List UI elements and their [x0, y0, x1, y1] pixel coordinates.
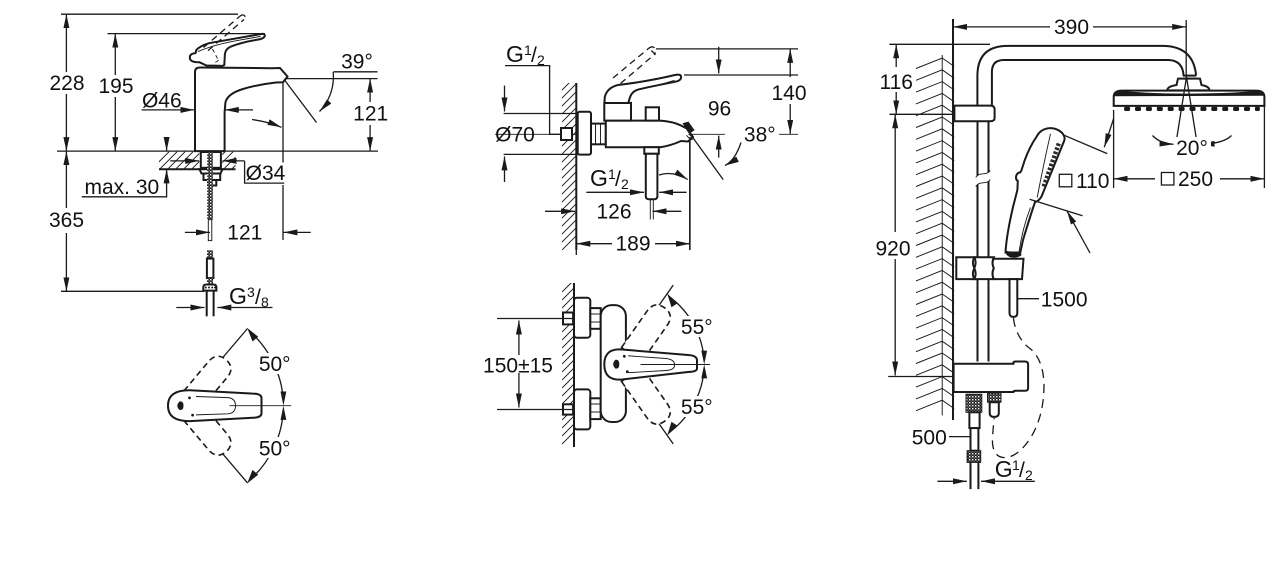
svg-text:55°: 55°	[681, 396, 713, 419]
svg-text:390: 390	[1054, 16, 1089, 39]
svg-text:/: /	[531, 44, 537, 67]
svg-text:3: 3	[247, 284, 255, 300]
svg-text:20°: 20°	[1176, 137, 1208, 160]
svg-text:G: G	[229, 283, 247, 309]
svg-text:G: G	[506, 41, 524, 67]
svg-text:max. 30: max. 30	[85, 176, 160, 199]
svg-text:55°: 55°	[681, 316, 713, 339]
svg-text:116: 116	[879, 71, 912, 94]
svg-text:189: 189	[615, 233, 650, 256]
svg-text:/: /	[615, 168, 621, 191]
svg-text:38°: 38°	[744, 124, 776, 147]
svg-text:G: G	[995, 456, 1013, 482]
svg-text:39°: 39°	[341, 51, 373, 74]
svg-text:/: /	[255, 286, 261, 309]
svg-text:121: 121	[227, 222, 262, 245]
svg-text:50°: 50°	[259, 438, 291, 461]
svg-text:2: 2	[537, 52, 545, 68]
svg-text:50°: 50°	[259, 353, 291, 376]
svg-text:110: 110	[1076, 170, 1109, 193]
svg-text:1: 1	[608, 166, 616, 182]
svg-text:140: 140	[771, 82, 806, 105]
svg-text:126: 126	[596, 200, 631, 223]
svg-text:1: 1	[1012, 457, 1020, 473]
svg-text:365: 365	[49, 209, 84, 232]
svg-text:Ø46: Ø46	[142, 90, 182, 113]
svg-text:1500: 1500	[1041, 289, 1088, 312]
svg-text:G: G	[590, 165, 608, 191]
svg-text:228: 228	[49, 72, 84, 95]
svg-text:96: 96	[708, 97, 731, 120]
svg-text:1: 1	[524, 42, 532, 58]
svg-text:150±15: 150±15	[483, 355, 553, 378]
svg-text:920: 920	[875, 238, 910, 261]
svg-text:121: 121	[353, 103, 388, 126]
svg-text:/: /	[1019, 459, 1025, 482]
svg-text:8: 8	[261, 294, 269, 310]
svg-text:Ø34: Ø34	[246, 162, 286, 185]
svg-text:195: 195	[98, 75, 133, 98]
svg-text:2: 2	[1025, 467, 1033, 483]
svg-text:500: 500	[912, 427, 947, 450]
svg-text:2: 2	[621, 176, 629, 192]
svg-text:250: 250	[1178, 168, 1213, 191]
svg-text:Ø70: Ø70	[495, 124, 535, 147]
